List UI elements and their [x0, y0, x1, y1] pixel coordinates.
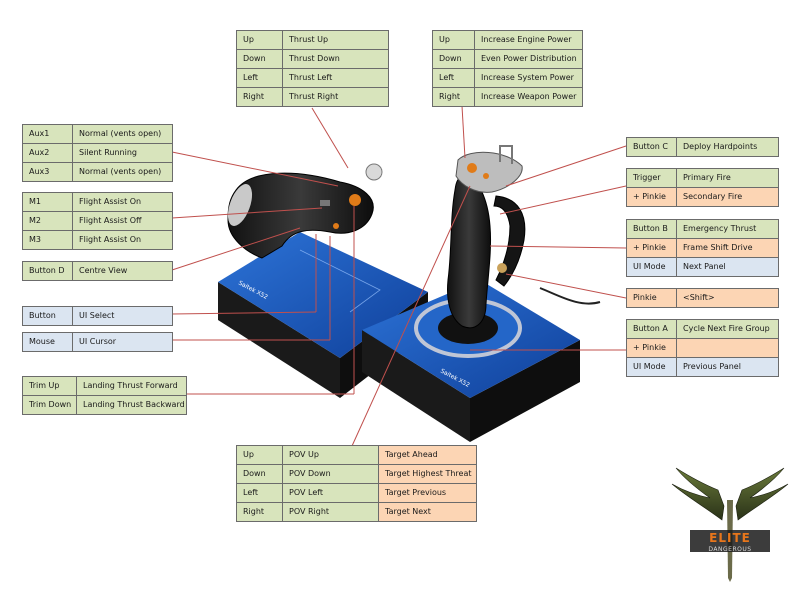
logo-banner	[690, 530, 770, 552]
pinkie-table: Pinkie<Shift>	[626, 288, 779, 308]
throttle-rotary	[365, 163, 383, 181]
logo-title: ELITE	[709, 531, 751, 545]
stick-base-side	[362, 330, 470, 442]
stick-cable	[539, 287, 601, 305]
elite-dangerous-logo: ELITE DANGEROUS	[671, 467, 789, 582]
stick-head	[455, 151, 523, 193]
stick-base-front	[470, 340, 580, 442]
stick-pinkie-button	[497, 263, 507, 273]
stick-button-b	[483, 173, 489, 179]
logo-right-wing	[735, 467, 789, 521]
stick-button-c	[467, 163, 477, 173]
stick-safety-clip	[499, 145, 513, 164]
stick-grip	[447, 175, 492, 329]
stick-unit: Saitek X52	[362, 145, 601, 442]
stick-pinkie-trigger	[493, 195, 526, 287]
logo-left-wing	[671, 467, 725, 521]
throttle-button-orange	[349, 194, 361, 206]
throttle-silver-tip	[227, 184, 253, 226]
throttle-panel-markings	[299, 249, 381, 313]
throttle-handle	[227, 172, 374, 259]
table-row: Pinkie<Shift>	[626, 288, 779, 308]
throttle-mode-switch	[320, 200, 330, 206]
leader-lines	[171, 105, 627, 447]
throttle-button-small	[333, 223, 339, 229]
logo-subtitle: DANGEROUS	[708, 546, 751, 553]
table-row: + Pinkie	[626, 338, 779, 358]
